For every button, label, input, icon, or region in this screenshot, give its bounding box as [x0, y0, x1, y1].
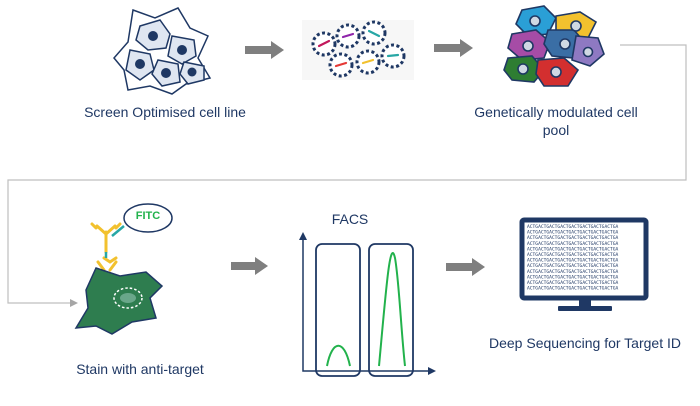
arrow-step-1-to-2: [245, 41, 284, 59]
sequence-line: ACTGACTGACTGACTGACTGACTGACTGACTGA: [527, 258, 619, 264]
facs-gate-high: [368, 243, 414, 377]
facs-y-axis: [302, 236, 432, 372]
sequence-line: ACTGACTGACTGACTGACTGACTGACTGACTGA: [527, 241, 619, 247]
step-label-deep-sequencing: Deep Sequencing for Target ID: [489, 335, 681, 351]
step-label-modulated-pool: Genetically modulated cell pool: [474, 104, 638, 138]
fitc-bubble: [123, 203, 173, 233]
arrow-step-5-to-6: [446, 258, 485, 276]
sequence-line: ACTGACTGACTGACTGACTGACTGACTGACTGA: [527, 230, 619, 236]
antibody-stain-icon: [74, 203, 173, 335]
cell-cluster-icon: [113, 7, 212, 95]
sequence-line: ACTGACTGACTGACTGACTGACTGACTGACTGA: [527, 224, 619, 230]
sequence-line: ACTGACTGACTGACTGACTGACTGACTGACTGA: [527, 269, 619, 275]
sequence-line: ACTGACTGACTGACTGACTGACTGACTGACTGA: [527, 235, 619, 241]
flow-connector-arrowhead: [70, 299, 78, 307]
arrow-step-4-to-5: [231, 257, 268, 275]
step-label-stain: Stain with anti-target: [76, 361, 204, 377]
step-label-facs: FACS: [331, 211, 369, 227]
sequence-line: ACTGACTGACTGACTGACTGACTGACTGACTGA: [527, 246, 619, 252]
facs-gate-low: [315, 243, 361, 377]
sequence-line: ACTGACTGACTGACTGACTGACTGACTGACTGA: [527, 286, 619, 292]
sequencing-monitor-icon: ACTGACTGACTGACTGACTGACTGACTGACTGAACTGACT…: [519, 217, 649, 311]
facs-peak-low: [326, 344, 351, 367]
sequence-line: ACTGACTGACTGACTGACTGACTGACTGACTGA: [527, 280, 619, 286]
facs-histogram-icon: [299, 232, 436, 377]
sequence-line: ACTGACTGACTGACTGACTGACTGACTGACTGA: [527, 252, 619, 258]
sequence-line: ACTGACTGACTGACTGACTGACTGACTGACTGA: [527, 263, 619, 269]
fitc-label: FITC: [135, 210, 161, 222]
flow-connector-line: [7, 44, 687, 304]
arrow-step-2-to-3: [434, 39, 473, 57]
sequence-line: ACTGACTGACTGACTGACTGACTGACTGACTGA: [527, 274, 619, 280]
green-stained-cell: [74, 267, 164, 335]
colored-cell-pool-icon: [503, 5, 605, 87]
guide-rna-library-icon: [302, 20, 414, 80]
facs-peak-high: [378, 252, 406, 367]
step-label-screen-cell-line: Screen Optimised cell line: [84, 104, 246, 120]
antibody-icon: [90, 222, 122, 272]
